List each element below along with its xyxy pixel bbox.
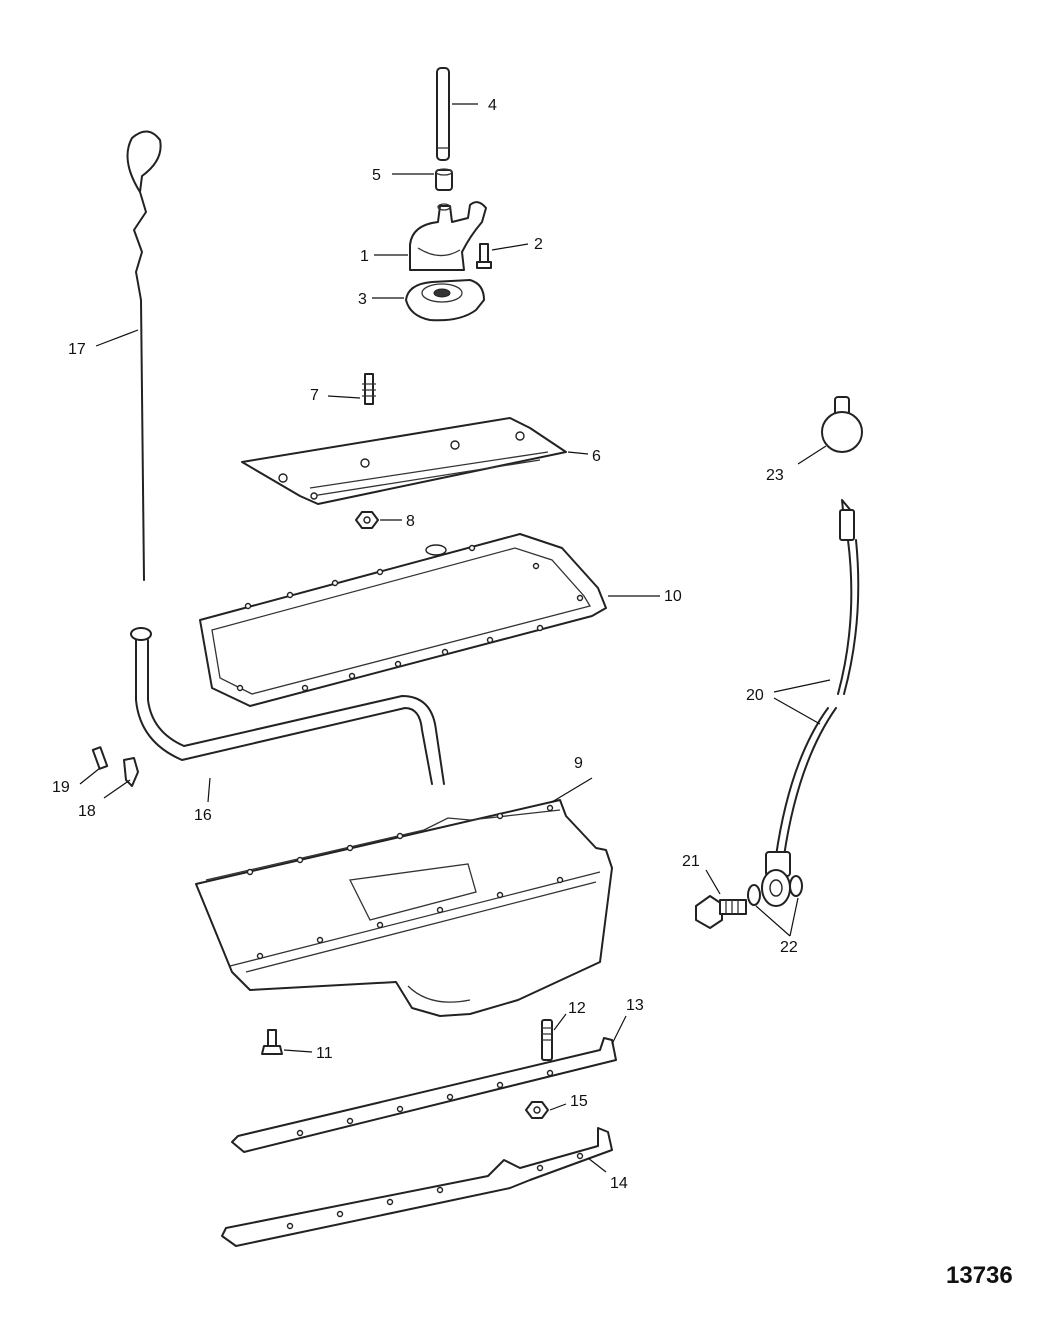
callout-11: 11 (316, 1045, 333, 1062)
shaft-collar (435, 168, 453, 191)
baffle-bolt (362, 373, 376, 405)
callout-23: 23 (766, 467, 784, 484)
dipstick-tube (130, 627, 445, 785)
callout-20: 20 (746, 687, 764, 704)
pan-bolt-holes (246, 804, 564, 960)
callout-14: 14 (610, 1175, 628, 1192)
stud (541, 1019, 553, 1061)
oil-pump (409, 201, 487, 271)
callout-labels: 1 2 3 4 5 6 7 8 9 10 11 12 13 14 15 16 1… (52, 97, 798, 1192)
oil-pan (195, 799, 613, 1017)
callout-2: 2 (534, 236, 543, 253)
figure-number: 13736 (946, 1262, 1013, 1289)
callout-3: 3 (358, 291, 367, 308)
callout-4: 4 (488, 97, 497, 114)
oil-pan-gasket (199, 533, 607, 707)
callout-12: 12 (568, 1000, 586, 1017)
drive-shaft (436, 67, 450, 161)
dipstick (126, 130, 162, 581)
drain-plug-cap (821, 396, 863, 453)
callout-5: 5 (372, 167, 381, 184)
callout-8: 8 (406, 513, 415, 530)
pump-screen (405, 279, 485, 322)
callout-22: 22 (780, 939, 798, 956)
callout-1: 1 (360, 248, 369, 265)
seal-nut (525, 1101, 549, 1119)
callout-9: 9 (574, 755, 583, 772)
callout-7: 7 (310, 387, 319, 404)
callout-15: 15 (570, 1093, 588, 1110)
callout-17: 17 (68, 341, 86, 358)
drain-hose (765, 499, 860, 877)
banjo-fitting (747, 869, 803, 907)
callout-21: 21 (682, 853, 700, 870)
callout-6: 6 (592, 448, 601, 465)
tube-bolt (91, 746, 109, 770)
pan-bolt (261, 1029, 283, 1055)
upper-seal (231, 1037, 617, 1153)
callout-13: 13 (626, 997, 644, 1014)
callout-19: 19 (52, 779, 70, 796)
leader-lines (79, 103, 831, 1173)
gasket-bolt-holes (236, 544, 584, 692)
callout-18: 18 (78, 803, 96, 820)
callout-16: 16 (194, 807, 212, 824)
fitting-bolt (695, 895, 747, 929)
tube-clip (123, 757, 139, 787)
lower-seal (221, 1127, 613, 1247)
tray-nut (355, 511, 379, 529)
callout-10: 10 (664, 588, 682, 605)
pump-bolt (476, 243, 492, 269)
windage-tray (241, 417, 567, 505)
